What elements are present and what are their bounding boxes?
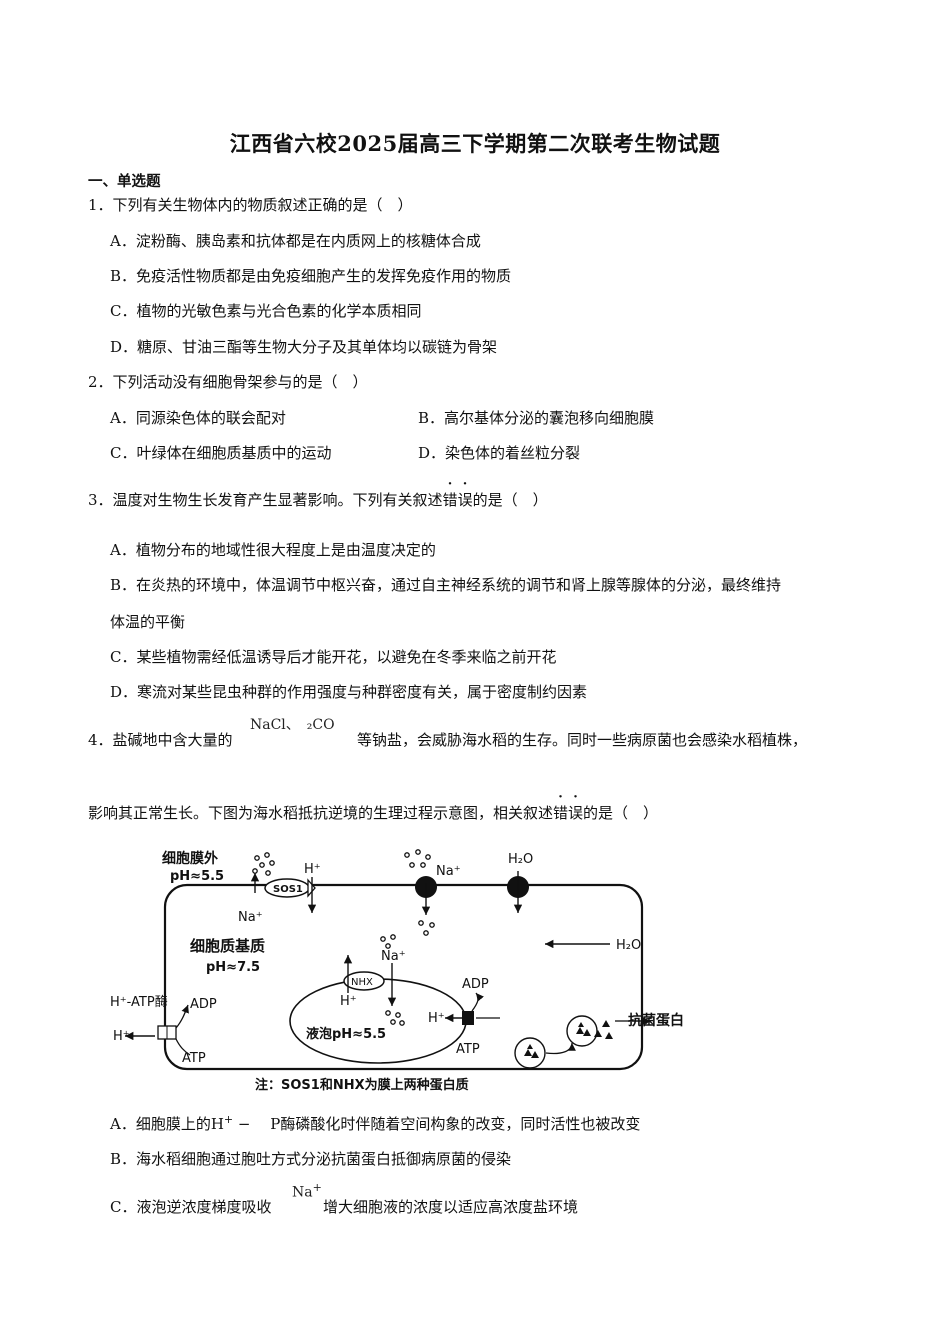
vacuole-atpase — [462, 1011, 474, 1025]
q4-a-rest: − P酶磷酸化时伴随着空间构象的改变，同时活性也被改变 — [233, 1115, 641, 1133]
q3-stem-post: 的是（ ） — [472, 491, 548, 509]
q4-stem-line2: 影响其正常生长。下图为海水稻抵抗逆境的生理过程示意图，相关叙述错误的是（ ） — [88, 802, 658, 823]
q3-option-c[interactable]: C．某些植物需经低温诱导后才能开花，以避免在冬季来临之前开花 — [110, 648, 557, 666]
section-heading: 一、单选题 — [88, 173, 161, 190]
q4-option-c-post: 增大细胞液的浓度以适应高浓度盐环境 — [323, 1198, 579, 1216]
na-dots-outside — [252, 852, 275, 876]
q4-option-c-pre[interactable]: C．液泡逆浓度梯度吸收 — [110, 1198, 272, 1216]
diagram-note: 注：SOS1和NHX为膜上两种蛋白质 — [255, 1077, 469, 1093]
q3-emphasis-char-2: 误 — [458, 489, 473, 510]
vacuole-ph: 液泡pH≈5.5 — [306, 1026, 386, 1042]
q4-stem-mid: 等钠盐，会威胁海水稻的生存。同时一些病原菌也会感染水稻植株， — [357, 731, 808, 749]
question-1-stem: 1．下列有关生物体内的物质叙述正确的是（ ） — [88, 196, 413, 214]
q4-option-c-ion: Na+ — [292, 1181, 322, 1201]
sos1-label: SOS1 — [273, 884, 303, 895]
vacuole-atp: ATP — [456, 1042, 480, 1057]
q2-option-d[interactable]: D．染色体的着丝粒分裂 — [418, 444, 581, 462]
q1-option-d[interactable]: D．糖原、甘油三酯等生物大分子及其单体均以碳链为骨架 — [110, 338, 498, 356]
q4-stem-pre: 4．盐碱地中含大量的 — [88, 731, 233, 749]
membrane-adp: ADP — [190, 997, 217, 1012]
q3-stem-pre: 3．温度对生物生长发育产生显著影响。下列有关叙述 — [88, 491, 443, 509]
q3-option-b-cont: 体温的平衡 — [110, 613, 186, 631]
na-channel-label: Na⁺ — [436, 864, 461, 879]
q3-option-a[interactable]: A．植物分布的地域性很大程度上是由温度决定的 — [110, 541, 436, 559]
nhx-na-label: Na⁺ — [381, 949, 406, 964]
question-3-stem: 3．温度对生物生长发育产生显著影响。下列有关叙述错误的是（ ） — [88, 489, 548, 510]
q2-option-b[interactable]: B．高尔基体分泌的囊泡移向细胞膜 — [418, 409, 655, 427]
na-dots-channel — [404, 849, 431, 868]
salt-tolerance-diagram: 细胞膜外 pH≈5.5 SOS1 H⁺ Na⁺ Na⁺ H₂O H₂O 细胞质基… — [110, 849, 684, 1093]
q1-option-a[interactable]: A．淀粉酶、胰岛素和抗体都是在内质网上的核糖体合成 — [110, 232, 481, 250]
q2-option-a[interactable]: A．同源染色体的联会配对 — [110, 409, 286, 427]
sos1-h-label: H⁺ — [304, 862, 321, 877]
outside-label: 细胞膜外 — [162, 850, 218, 867]
nhx-protein — [343, 971, 385, 991]
membrane-atpase-label: H⁺-ATP酶 — [110, 994, 168, 1010]
vacuole-h-label: H⁺ — [428, 1011, 445, 1026]
q4-line2-pre: 影响其正常生长。下图为海水稻抵抗逆境的生理过程示意图，相关叙述 — [88, 804, 554, 822]
q4-line2-post: 的是（ ） — [583, 804, 659, 822]
h2o-top-label: H₂O — [508, 852, 533, 867]
q4-a-sup: + — [223, 1113, 234, 1126]
q1-option-b[interactable]: B．免疫活性物质都是由免疫细胞产生的发挥免疫作用的物质 — [110, 267, 512, 285]
cell-membrane — [163, 883, 644, 1071]
cytoplasm-label: 细胞质基质 — [190, 937, 265, 955]
na-dots-vacuole-top — [380, 934, 396, 949]
nhx-label: NHX — [351, 977, 373, 988]
page-title: 江西省六校2025届高三下学期第二次联考生物试题 — [229, 131, 721, 156]
q4-option-b[interactable]: B．海水稻细胞通过胞吐方式分泌抗菌蛋白抵御病原菌的侵染 — [110, 1150, 512, 1168]
q3-option-d[interactable]: D．寒流对某些昆虫种群的作用强度与种群密度有关，属于密度制约因素 — [110, 683, 588, 701]
q4-chem-formula: NaCl、 ₂CO — [250, 717, 335, 733]
q1-option-c[interactable]: C．植物的光敏色素与光合色素的化学本质相同 — [110, 302, 422, 320]
q4-a-pre: A．细胞膜上的H — [110, 1115, 224, 1133]
outside-ph: pH≈5.5 — [170, 869, 224, 884]
q4-option-a[interactable]: A．细胞膜上的H+ − P酶磷酸化时伴随着空间构象的改变，同时活性也被改变 — [110, 1113, 640, 1134]
antibacterial-label: 抗菌蛋白 — [628, 1012, 684, 1029]
membrane-atp: ATP — [182, 1051, 206, 1066]
q2-option-c[interactable]: C．叶绿体在细胞质基质中的运动 — [110, 444, 332, 462]
q3-emphasis-char-1: 错 — [443, 489, 458, 510]
nhx-h-label: H⁺ — [340, 994, 357, 1009]
q4-emphasis-char-2: 误 — [568, 802, 583, 823]
q3-option-b[interactable]: B．在炎热的环境中，体温调节中枢兴奋，通过自主神经系统的调节和肾上腺等腺体的分泌… — [110, 576, 782, 594]
question-2-stem: 2．下列活动没有细胞骨架参与的是（ ） — [88, 373, 368, 391]
sos1-na-label: Na⁺ — [238, 910, 263, 925]
q4-emphasis-char-1: 错 — [553, 802, 568, 823]
membrane-h-label: H⁺ — [113, 1029, 130, 1044]
h2o-right-label: H₂O — [616, 938, 641, 953]
q4-c-ion-sup: + — [312, 1181, 322, 1194]
cytoplasm-ph: pH≈7.5 — [206, 960, 260, 975]
vacuole-adp: ADP — [462, 977, 489, 992]
q4-c-ion-text: Na — [292, 1184, 313, 1201]
